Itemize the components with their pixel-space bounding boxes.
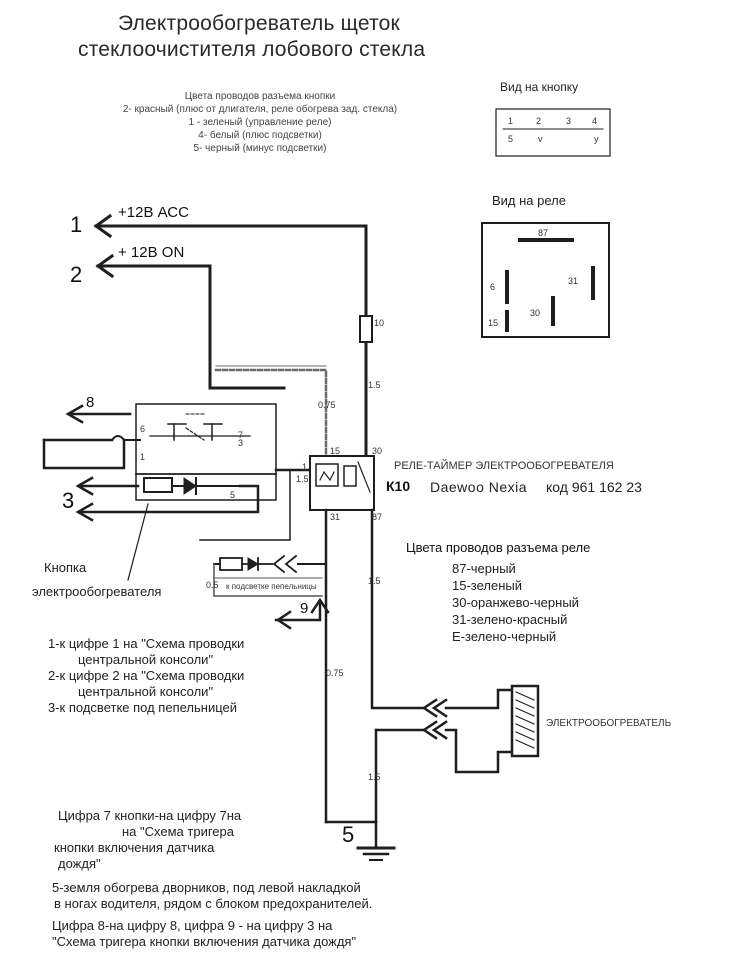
button-pin-5: 5 [230, 490, 236, 500]
relay-view-box [481, 222, 610, 338]
button-pin-6: 6 [140, 424, 146, 434]
wire-gauge: 0.75 [326, 668, 344, 678]
button-view-box [495, 108, 611, 157]
instruction-line: центральной консоли" [78, 684, 214, 699]
wire-3-lower [78, 484, 260, 514]
button-module-box [135, 403, 277, 475]
supply-acc-number: 1 [70, 212, 83, 237]
instruction-line: 1-к цифре 1 на "Схема проводки [48, 636, 245, 651]
connector-legend: Цвета проводов разъема кнопки 2- красный… [90, 90, 430, 155]
title-line-2: стеклоочистителя лобового стекла [78, 38, 426, 61]
note-7-line-4: дождя" [58, 856, 101, 871]
relay-pin-1: 1 [302, 462, 308, 472]
supply-on-number: 2 [70, 262, 83, 287]
wire-9 [274, 602, 322, 622]
relay-pin-87: 87 [372, 512, 383, 522]
relay-view-pin-87: 87 [538, 228, 549, 238]
relay-pin-31: 31 [330, 512, 341, 522]
relay-color-item: 30-оранжево-черный [452, 595, 579, 610]
wire-gauge: 0.75 [318, 400, 336, 410]
connector-legend-line: 5- черный (минус подсветки) [193, 143, 327, 154]
wire-gauge: 1.5 [368, 576, 381, 586]
button-caption-line-2: электрообогревателя [32, 584, 162, 599]
relay-unit-box [309, 455, 375, 511]
wire-gauge: 1.5 [368, 380, 381, 390]
wire-gauge: 1.5 [296, 474, 309, 484]
wire-3-number: 3 [62, 488, 75, 513]
relay-view-pin-6: 6 [490, 282, 496, 292]
wire-5-number: 5 [342, 822, 355, 847]
relay-view-pin-31: 31 [568, 276, 579, 286]
wire-gauge: 1.5 [368, 772, 381, 782]
fuse [359, 315, 373, 343]
on-wire [96, 264, 286, 390]
relay-color-item: 87-черный [452, 561, 516, 576]
button-view-pin: 4 [592, 116, 598, 126]
relay-color-item: 31-зелено-красный [452, 612, 568, 627]
note-7-line-2: на "Схема тригера [122, 824, 234, 839]
lamp-label: к подсветке пепельницы [226, 582, 317, 591]
button-diode [183, 477, 197, 495]
note-7-line-1: Цифра 7 кнопки-на цифру 7на [58, 808, 242, 823]
note-5-line-2: в ногах водителя, рядом с блоком предохр… [54, 896, 373, 911]
title-line-1: Электрообогреватель щеток [118, 12, 400, 35]
button-view-pin: 1 [508, 116, 514, 126]
button-view-pin: y [594, 134, 599, 144]
connector-legend-heading: Цвета проводов разъема кнопки [184, 91, 336, 102]
button-view-title: Вид на кнопку [500, 80, 579, 94]
wire-gauge: 0.5 [206, 580, 219, 590]
relay-view-pin-15: 15 [488, 318, 499, 328]
wire-9-number: 9 [300, 600, 309, 617]
relay-unit-code-prefix: К10 [386, 478, 411, 494]
button-pin-3: 3 [238, 438, 244, 448]
button-view-pin: 5 [508, 134, 514, 144]
relay-unit-label: РЕЛЕ-ТАЙМЕР ЭЛЕКТРООБОГРЕВАТЕЛЯ [394, 460, 614, 472]
relay-color-item: Е-зелено-черный [452, 629, 557, 644]
relay-unit-code: код 961 162 23 [546, 479, 642, 495]
button-caption-line-1: Кнопка [44, 560, 87, 575]
note-7-line-3: кнопки включения датчика [54, 840, 215, 855]
note-8-line-1: Цифра 8-на цифру 8, цифра 9 - на цифру 3… [52, 918, 333, 933]
supply-on-label: + 12В ON [118, 244, 185, 261]
wire-heater-top [444, 688, 514, 710]
heater-label: ЭЛЕКТРООБОГРЕВАТЕЛЬ [546, 718, 672, 729]
instruction-line: 2-к цифре 2 на "Схема проводки [48, 668, 245, 683]
relay-view-pin-30: 30 [530, 308, 541, 318]
connector-legend-line: 1 - зеленый (управление реле) [188, 117, 332, 128]
instructions: 1-к цифре 1 на "Схема проводки центральн… [48, 636, 244, 716]
relay-pin-30: 30 [372, 446, 383, 456]
note-5-line-1: 5-земля обогрева дворников, под левой на… [52, 880, 361, 895]
connector-legend-line: 4- белый (плюс подсветки) [198, 130, 322, 141]
relay-view-title: Вид на реле [492, 193, 566, 208]
instruction-line: центральной консоли" [78, 652, 214, 667]
note-8-line-2: "Схема тригера кнопки включения датчика … [52, 934, 357, 949]
wire-relay-87 [370, 508, 426, 710]
button-resistor [143, 477, 173, 493]
button-view-pin: 3 [566, 116, 572, 126]
connector-legend-line: 2- красный (плюс от длигателя, реле обог… [122, 104, 398, 115]
instruction-line: 3-к подсветке под пепельницей [48, 700, 237, 715]
relay-colors-list: 87-черный 15-зеленый 30-оранжево-черный … [452, 560, 579, 645]
wire-8-number: 8 [86, 394, 95, 411]
relay-pin-15: 15 [330, 446, 341, 456]
relay-unit-model: Daewoo Nexia [430, 479, 528, 495]
relay-colors-heading: Цвета проводов разъема реле [406, 540, 591, 555]
button-pin-7: 7 [238, 430, 244, 440]
lamp-resistor [219, 557, 243, 571]
supply-acc-label: +12В АСС [118, 204, 189, 221]
relay-color-item: 15-зеленый [452, 578, 523, 593]
dashed-wire-15 [214, 368, 328, 460]
button-view-pin: 2 [536, 116, 542, 126]
fuse-label: 10 [374, 318, 385, 328]
acc-wire [94, 224, 368, 460]
button-view-pin: v [538, 134, 543, 144]
button-pin-1: 1 [140, 452, 146, 462]
